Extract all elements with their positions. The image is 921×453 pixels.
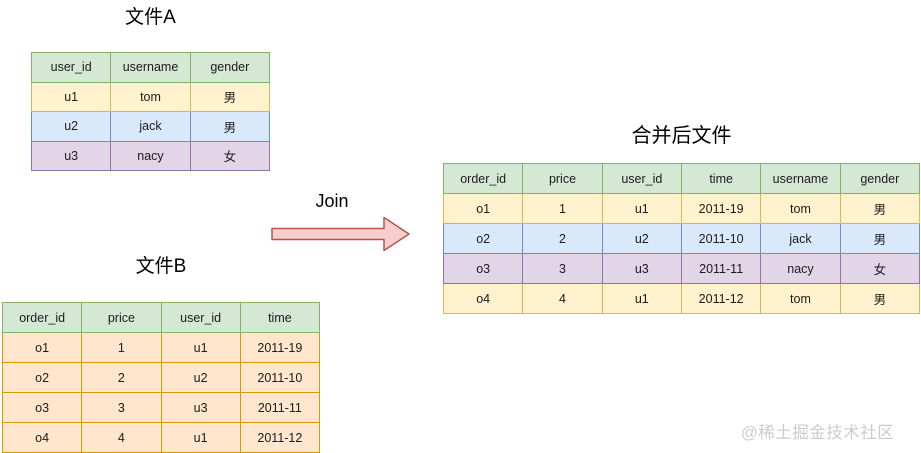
table-cell: nacy (760, 253, 841, 284)
table-cell: 2011-11 (239, 392, 321, 423)
column-header: username (760, 163, 841, 194)
table-cell: u1 (30, 81, 112, 112)
table-cell: u1 (160, 332, 241, 363)
table-cell: o1 (442, 193, 524, 224)
join-arrow-icon (271, 216, 410, 252)
table-cell: u3 (601, 253, 682, 284)
table-cell: u1 (160, 422, 241, 453)
table-cell: 3 (522, 253, 603, 284)
table-cell: tom (760, 283, 841, 314)
table-cell: tom (110, 81, 191, 112)
join-label: Join (315, 191, 349, 211)
table-cell: 2011-10 (680, 223, 762, 254)
table-a-title: 文件A (125, 7, 176, 28)
table-cell: u3 (160, 392, 241, 423)
table-cell: o2 (1, 362, 83, 393)
column-header: price (522, 163, 603, 194)
table-cell: o2 (442, 223, 524, 254)
table-cell: 3 (81, 392, 162, 423)
table-cell: u3 (30, 140, 112, 171)
column-header: user_id (160, 302, 241, 333)
table-cell: u2 (30, 111, 112, 142)
column-header: user_id (30, 52, 112, 83)
table-cell: o3 (442, 253, 524, 284)
table-cell: 男 (839, 193, 921, 224)
table-cell: jack (760, 223, 841, 254)
table-cell: 4 (522, 283, 603, 314)
table-cell: u2 (601, 223, 682, 254)
table-cell: 2011-10 (239, 362, 321, 393)
column-header: time (680, 163, 762, 194)
table-cell: 2 (522, 223, 603, 254)
table-cell: 2 (81, 362, 162, 393)
column-header: user_id (601, 163, 682, 194)
table-cell: 2011-19 (239, 332, 321, 363)
merged-table-title: 合并后文件 (631, 125, 732, 147)
column-header: gender (839, 163, 921, 194)
table-cell: 女 (839, 253, 921, 284)
table-cell: o3 (1, 392, 83, 423)
table-cell: u1 (601, 283, 682, 314)
table-cell: 2011-12 (680, 283, 762, 314)
table-cell: 男 (839, 283, 921, 314)
table-cell: jack (110, 111, 191, 142)
column-header: gender (189, 52, 271, 83)
table-cell: 男 (189, 81, 271, 112)
table-cell: o1 (1, 332, 83, 363)
column-header: time (239, 302, 321, 333)
column-header: username (110, 52, 191, 83)
table-cell: u2 (160, 362, 241, 393)
table-b-title: 文件B (135, 256, 187, 277)
table-cell: 2011-19 (680, 193, 762, 224)
table-cell: u1 (601, 193, 682, 224)
table-cell: 2011-12 (239, 422, 321, 453)
watermark: @稀土掘金技术社区 (741, 424, 895, 442)
table-cell: o4 (442, 283, 524, 314)
table-cell: 4 (81, 422, 162, 453)
table-cell: 女 (189, 140, 271, 171)
column-header: order_id (1, 302, 83, 333)
table-cell: 男 (189, 111, 271, 142)
table-cell: o4 (1, 422, 83, 453)
table-cell: 2011-11 (680, 253, 762, 284)
column-header: price (81, 302, 162, 333)
table-cell: nacy (110, 140, 191, 171)
table-cell: tom (760, 193, 841, 224)
table-cell: 1 (81, 332, 162, 363)
column-header: order_id (442, 163, 524, 194)
table-cell: 男 (839, 223, 921, 254)
table-cell: 1 (522, 193, 603, 224)
